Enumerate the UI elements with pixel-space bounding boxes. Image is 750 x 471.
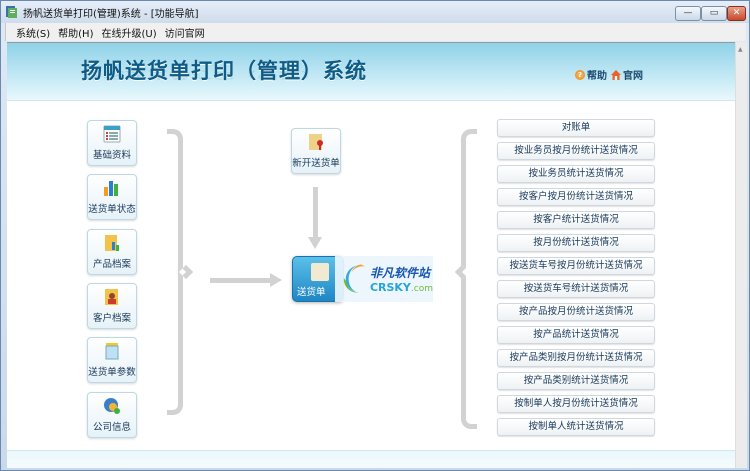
report-button-salesman[interactable]: 按业务员统计送货情况	[497, 165, 655, 183]
menu-bar: 系统(S) 帮助(H) 在线升级(U) 访问官网	[5, 23, 746, 41]
watermark-en-brand: CRSKY	[369, 281, 411, 294]
arrow-from-new-order	[313, 187, 318, 239]
crsky-logo-icon	[343, 264, 366, 293]
menu-system[interactable]: 系统(S)	[16, 28, 51, 40]
app-icon	[6, 6, 17, 18]
notepad-icon	[105, 343, 119, 360]
scroll-up-icon[interactable]: ▲	[738, 46, 743, 53]
header-website-link[interactable]: 官网	[611, 67, 643, 82]
header-links: ? 帮助 官网	[575, 67, 643, 82]
footer-band	[7, 450, 735, 468]
watermark-en-suffix: .com	[410, 284, 433, 294]
report-button-statement[interactable]: 对账单	[497, 119, 655, 137]
tile-basic-data[interactable]: 基础资料	[87, 120, 137, 166]
arrow-right-icon	[270, 273, 282, 287]
arrow-down-icon	[308, 237, 322, 249]
header-help-link[interactable]: ? 帮助	[575, 67, 607, 82]
report-button-product-monthly[interactable]: 按产品按月份统计送货情况	[497, 303, 655, 321]
report-button-category[interactable]: 按产品类别统计送货情况	[497, 372, 655, 390]
menu-help[interactable]: 帮助(H)	[58, 28, 94, 40]
tile-label: 送货单参数	[88, 367, 136, 378]
minimize-button[interactable]: —	[675, 6, 701, 21]
close-button[interactable]: ✕	[727, 6, 746, 21]
report-button-creator-monthly[interactable]: 按制单人按月份统计送货情况	[497, 395, 655, 413]
banner-title-reflection: 扬帆送货单打印（管理）系统	[81, 69, 367, 81]
header-website-label: 官网	[623, 71, 643, 82]
report-button-product[interactable]: 按产品统计送货情况	[497, 326, 655, 344]
product-folder-icon	[105, 235, 119, 251]
watermark-cn: 非凡软件站	[369, 266, 430, 280]
minimize-icon: —	[683, 8, 693, 18]
tile-new-order[interactable]: 新开送货单	[291, 128, 341, 174]
report-button-vehicle-monthly[interactable]: 按送货车号按月份统计送货情况	[497, 257, 655, 275]
vertical-scrollbar[interactable]: ▲	[735, 42, 747, 468]
tile-label: 公司信息	[92, 422, 131, 433]
report-button-customer[interactable]: 按客户统计送货情况	[497, 211, 655, 229]
tile-order-status[interactable]: 送货单状态	[87, 174, 137, 220]
certificate-icon	[309, 134, 323, 150]
tile-label: 产品档案	[92, 259, 131, 270]
report-button-customer-monthly[interactable]: 按客户按月份统计送货情况	[497, 188, 655, 206]
menu-online-upgrade[interactable]: 在线升级(U)	[101, 28, 157, 40]
document-icon	[311, 263, 329, 281]
tile-product-archive[interactable]: 产品档案	[87, 229, 137, 275]
maximize-icon: ▭	[709, 8, 719, 18]
list-icon	[103, 125, 121, 143]
report-button-creator[interactable]: 按制单人统计送货情况	[497, 418, 655, 436]
report-button-category-monthly[interactable]: 按产品类别按月份统计送货情况	[497, 349, 655, 367]
tile-label: 送货单	[297, 287, 326, 298]
crsky-watermark: 非凡软件站 CRSKY.com	[335, 256, 433, 302]
tile-label: 新开送货单	[292, 158, 340, 169]
report-button-monthly[interactable]: 按月份统计送货情况	[497, 234, 655, 252]
banner-title: 扬帆送货单打印（管理）系统	[81, 59, 367, 83]
menu-visit-website[interactable]: 访问官网	[164, 28, 205, 40]
window-title: 扬帆送货单打印(管理)系统 - [功能导航]	[23, 9, 199, 20]
maximize-button[interactable]: ▭	[701, 6, 727, 21]
tile-customer-archive[interactable]: 客户档案	[87, 283, 137, 329]
bar-chart-icon	[104, 181, 118, 196]
title-bar[interactable]: 扬帆送货单打印(管理)系统 - [功能导航] — ▭ ✕	[1, 1, 749, 23]
close-icon: ✕	[732, 8, 741, 18]
tile-order-parameters[interactable]: 送货单参数	[87, 337, 137, 383]
tile-label: 送货单状态	[88, 204, 136, 215]
home-icon	[611, 69, 621, 80]
arrow-to-main-tile	[210, 278, 272, 283]
company-globe-icon	[104, 398, 120, 414]
header-banner: 扬帆送货单打印（管理）系统 扬帆送货单打印（管理）系统 ? 帮助 官网	[7, 43, 735, 101]
header-help-label: 帮助	[587, 71, 607, 82]
tile-label: 基础资料	[92, 150, 131, 161]
report-button-vehicle[interactable]: 按送货车号统计送货情况	[497, 280, 655, 298]
report-button-salesman-monthly[interactable]: 按业务员按月份统计送货情况	[497, 142, 655, 160]
function-navigation-panel: 扬帆送货单打印（管理）系统 扬帆送货单打印（管理）系统 ? 帮助 官网	[7, 42, 735, 468]
tile-company-info[interactable]: 公司信息	[87, 392, 137, 438]
customer-folder-icon	[105, 289, 118, 305]
right-bracket	[461, 129, 477, 429]
watermark-en: CRSKY.com	[370, 281, 433, 294]
help-icon: ?	[575, 69, 585, 80]
tile-label: 客户档案	[92, 313, 131, 324]
